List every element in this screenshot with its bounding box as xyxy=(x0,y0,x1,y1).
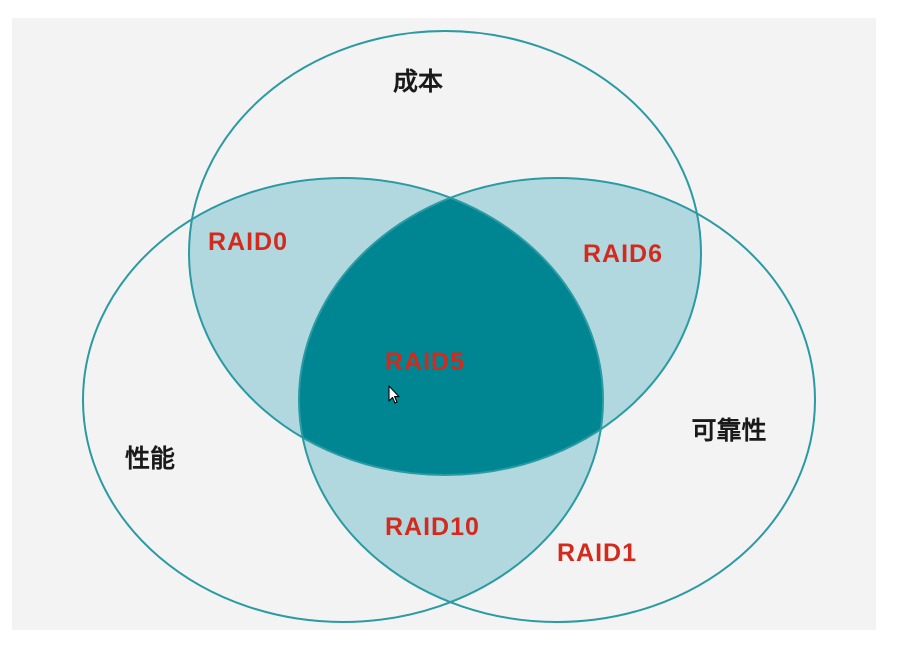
performance-circle xyxy=(82,177,604,623)
mouse-cursor-icon xyxy=(388,385,400,404)
raid0-label: RAID0 xyxy=(208,228,288,256)
raid10-label: RAID10 xyxy=(385,513,480,541)
raid1-label: RAID1 xyxy=(557,539,637,567)
overlap-all-three xyxy=(299,178,603,475)
raid5-label: RAID5 xyxy=(385,348,465,376)
cost-circle xyxy=(188,30,702,476)
reliability-label: 可靠性 xyxy=(691,416,766,445)
cost-label: 成本 xyxy=(393,67,443,96)
reliability-circle xyxy=(298,177,816,623)
bottom-strip xyxy=(0,630,899,662)
raid6-label: RAID6 xyxy=(583,240,663,268)
performance-label: 性能 xyxy=(125,444,175,473)
